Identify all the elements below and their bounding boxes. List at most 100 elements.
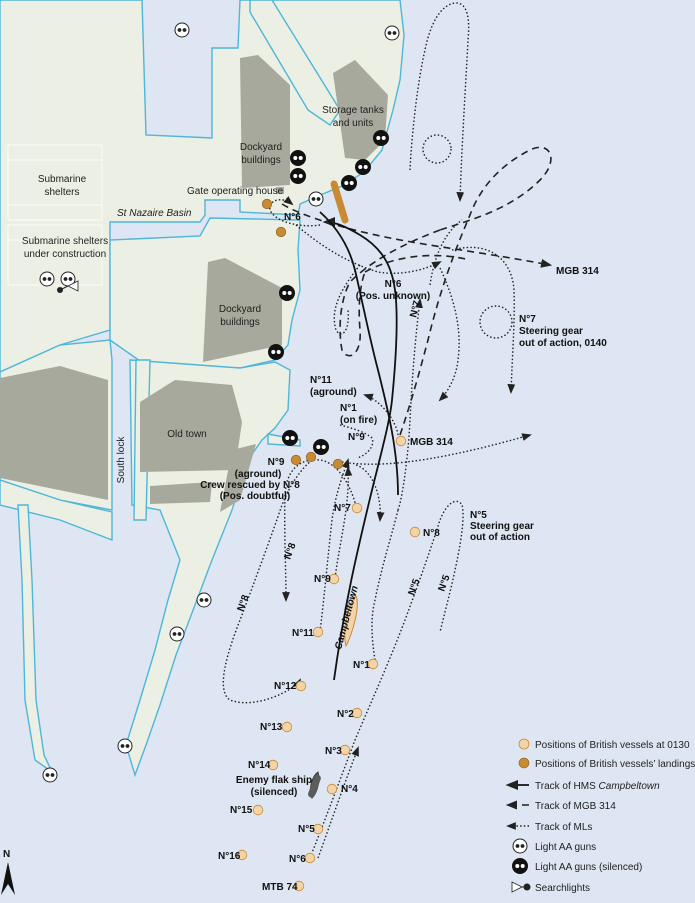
light-aa-gun-silenced-icon <box>290 150 306 166</box>
vessel-label: N°3 <box>325 746 342 757</box>
vessel-marker <box>312 626 324 638</box>
dock-gate <box>330 180 349 224</box>
vessel-label: N°14 <box>248 760 271 771</box>
light-aa-gun-silenced-icon <box>373 130 389 146</box>
mgb314-track <box>281 146 553 436</box>
landing-marker <box>290 454 302 466</box>
vessel-label: N°9 <box>314 574 331 585</box>
vessel-marker <box>339 744 351 756</box>
vessel-labels: N°9 N°11 N°1 N°12 N°2 N°13 N°3 N°14 N°4 … <box>218 574 370 893</box>
legend-searchlight-icon <box>511 881 531 893</box>
mgb314-pos-label: MGB 314 <box>410 437 453 448</box>
vessel-marker <box>236 849 248 861</box>
vessel-marker <box>367 658 379 670</box>
flak-ship-label: Enemy flak ship(silenced) <box>236 775 312 798</box>
loop-track-1 <box>422 134 452 164</box>
light-aa-gun-silenced-icon <box>341 175 357 191</box>
south-lock-label: South lock <box>116 436 127 484</box>
light-aa-gun-icon <box>196 592 212 608</box>
vessel-label: N°15 <box>230 805 253 816</box>
legend-light-aa: Light AA guns <box>535 842 596 853</box>
vessel-label: N°13 <box>260 722 283 733</box>
light-aa-gun-silenced-icon <box>313 439 329 455</box>
vessel-label: N°2 <box>337 709 354 720</box>
landing-marker <box>275 226 287 238</box>
submarine-shelter-outlines <box>7 144 103 286</box>
loop-track-2 <box>479 305 513 339</box>
legend-track-campbeltown: Track of HMS Campbeltown <box>535 781 660 792</box>
light-aa-gun-icon <box>117 738 133 754</box>
ml-tracks <box>222 2 532 859</box>
light-aa-gun-silenced-icon <box>355 159 371 175</box>
north-label: N <box>3 849 10 860</box>
vessel-marker <box>409 526 421 538</box>
landing-marker <box>261 198 273 210</box>
legend-positions-0130: Positions of British vessels at 0130 <box>535 740 690 751</box>
vessel-marker <box>252 804 264 816</box>
vessel-marker <box>351 707 363 719</box>
light-aa-gun-icon <box>169 626 185 642</box>
mgb314-track-end-label: MGB 314 <box>556 266 599 277</box>
aa-guns-silenced <box>268 130 389 455</box>
ml6-pos-unknown-label: N°6(Pos. unknown) <box>356 279 430 302</box>
ml9-aground-label: N°9(aground)Crew rescued by N°8(Pos. dou… <box>200 457 300 502</box>
north-arrow: N <box>1 849 15 895</box>
light-aa-gun-icon <box>308 191 324 207</box>
light-aa-gun-silenced-icon <box>282 430 298 446</box>
vessel-label: N°11 <box>292 628 314 639</box>
vessel-marker <box>326 783 338 795</box>
ml5-track-a-label: N°5 <box>406 577 422 597</box>
flak-ship-body <box>308 774 321 798</box>
ml7-track-label: N°7 <box>408 299 423 318</box>
vessel-marker <box>351 502 363 514</box>
vessel-marker <box>281 721 293 733</box>
light-aa-gun-icon <box>39 271 55 287</box>
vessel-positions <box>236 435 421 892</box>
legend: Positions of British vessels at 0130 Pos… <box>505 738 695 894</box>
legend-searchlights: Searchlights <box>535 883 590 894</box>
legend-landing-swatch <box>518 757 530 769</box>
light-aa-gun-silenced-icon <box>268 344 284 360</box>
searchlight-icon <box>57 280 79 293</box>
ml8-track-b-label: N°8 <box>235 593 251 613</box>
legend-light-aa-silenced: Light AA guns (silenced) <box>535 862 642 873</box>
campbeltown-ship <box>344 595 358 648</box>
light-aa-gun-icon <box>42 767 58 783</box>
ml7-pos-label: N°7 <box>334 503 351 514</box>
vessel-label: N°6 <box>289 854 306 865</box>
ml8-pos-label: N°8 <box>423 528 440 539</box>
vessel-label: N°12 <box>274 681 297 692</box>
ml1-fire-label: N°1(on fire) <box>340 403 377 426</box>
legend-track-mgb: Track of MGB 314 <box>535 801 616 812</box>
vessel-marker <box>304 852 316 864</box>
ml9-top-label: N°9 <box>348 432 365 443</box>
gate-operating-house-label: Gate operating house <box>187 186 284 197</box>
vessel-label: N°4 <box>341 784 358 795</box>
vessel-label: N°5 <box>298 824 315 835</box>
vessel-marker <box>293 880 305 892</box>
campbeltown-track <box>319 211 399 681</box>
vessel-marker <box>295 680 307 692</box>
st-nazaire-basin-label: St Nazaire Basin <box>117 208 192 219</box>
vessel-marker <box>267 759 279 771</box>
vessel-label: N°1 <box>353 660 370 671</box>
vessel-marker <box>395 435 407 447</box>
legend-aa-gun-silenced-icon <box>512 858 528 874</box>
light-aa-gun-icon <box>384 25 400 41</box>
light-aa-gun-silenced-icon <box>290 168 306 184</box>
ml6-landing-label: N°6 <box>284 212 301 223</box>
legend-landings: Positions of British vessels’ landings <box>535 759 695 770</box>
legend-track-mls: Track of MLs <box>535 822 592 833</box>
landing-positions <box>261 198 344 470</box>
landing-marker <box>332 458 344 470</box>
landing-marker <box>305 451 317 463</box>
legend-vessel-swatch <box>518 738 530 750</box>
ml11-aground-label: N°11(aground) <box>310 375 357 398</box>
